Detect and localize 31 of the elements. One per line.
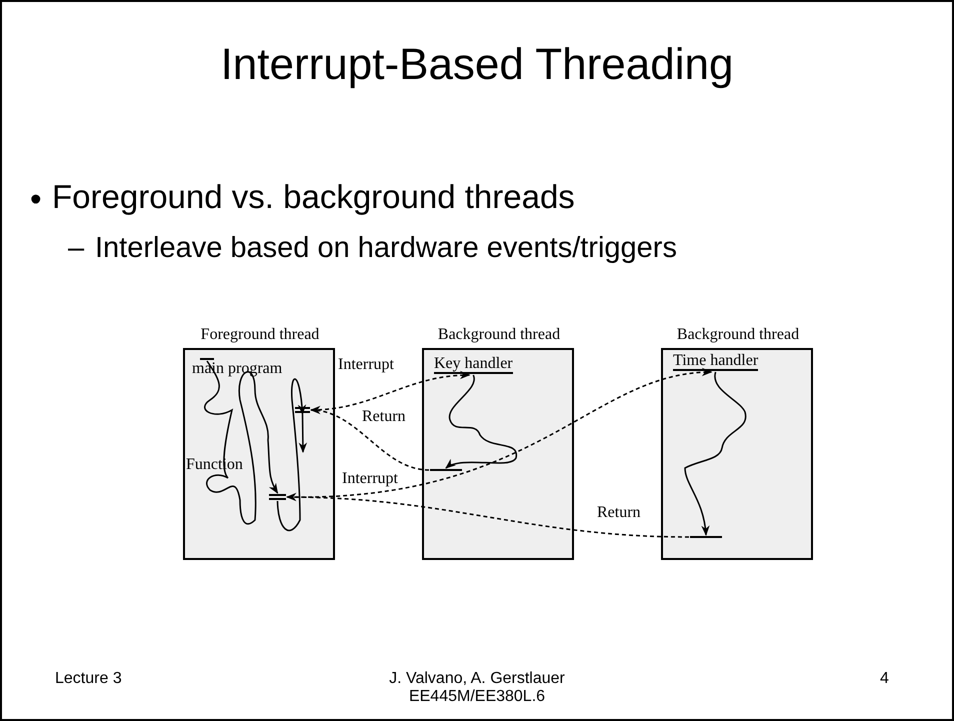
bullet-mark: –: [68, 232, 84, 265]
thread-arrow: [298, 414, 308, 454]
bar-mark: [690, 536, 722, 538]
edge-label: Return: [597, 504, 641, 521]
page-number: 4: [880, 670, 889, 688]
dashed-arrow: [286, 493, 690, 538]
sub-bullet-text: Interleave based on hardware events/triggers: [95, 232, 677, 265]
thread-arrow: [445, 374, 517, 469]
bullet-mark: •: [30, 180, 42, 218]
edge-label: Interrupt: [342, 470, 398, 487]
bar-mark: [430, 469, 462, 471]
dashed-arrow: [310, 371, 470, 411]
footer-text: J. Valvano, A. Gerstlauer EE445M/EE380L.6: [388, 670, 566, 706]
slide-title: Interrupt-Based Threading: [220, 40, 734, 90]
footer-text: Lecture 3: [55, 670, 122, 688]
thread-arrow: [204, 360, 278, 524]
handler-label: Time handler: [673, 352, 758, 371]
edge-label: Return: [362, 408, 406, 425]
handler-label: Key handler: [434, 355, 513, 374]
panel-heading: Foreground thread: [200, 326, 320, 344]
edge-label: Interrupt: [338, 356, 394, 373]
thread-arrow: [276, 378, 306, 532]
bar-mark: [200, 358, 214, 360]
dashed-arrow: [310, 406, 430, 471]
thread-arrow: [684, 372, 746, 536]
double-bar-mark: [269, 494, 286, 500]
double-bar-mark: [295, 407, 310, 413]
dashed-arrow: [286, 368, 712, 498]
panel-heading: Background thread: [676, 326, 800, 344]
panel-heading: Background thread: [436, 326, 562, 344]
bullet-text: Foreground vs. background threads: [52, 178, 575, 216]
